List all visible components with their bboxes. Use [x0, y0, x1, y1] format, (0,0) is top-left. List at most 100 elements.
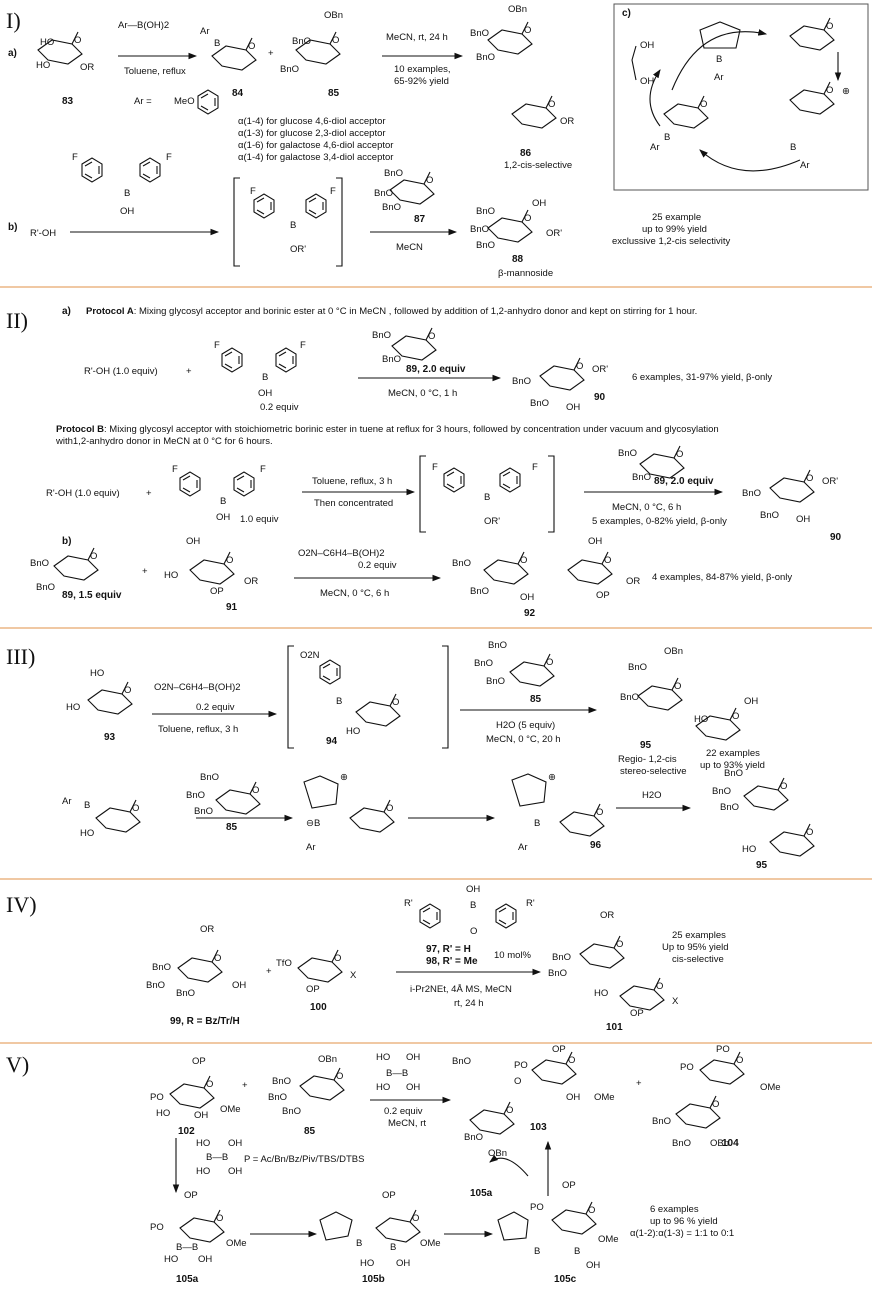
svg-text:OMe: OMe [226, 1238, 247, 1249]
svg-text:⊕: ⊕ [548, 772, 556, 783]
svg-text:Ar: Ar [714, 72, 724, 83]
compound-label-90: 90 [830, 532, 842, 543]
condition-b2: Then concentrated [314, 498, 393, 509]
svg-text:OBn: OBn [318, 1054, 337, 1065]
result-ratio: α(1-2):α(1-3) = 1:1 to 0:1 [630, 1228, 734, 1239]
compound-label-85: 85 [226, 822, 238, 833]
reagent-equiv: 0.2 equiv [196, 702, 235, 713]
svg-text:⊕: ⊕ [842, 86, 850, 97]
svg-text:OR: OR [80, 62, 94, 73]
svg-text:Ar: Ar [200, 26, 210, 37]
svg-text:OR': OR' [546, 228, 562, 239]
plus-sign: + [636, 1078, 642, 1089]
compound-100: TfO OP X [276, 949, 357, 995]
svg-text:HO: HO [80, 828, 94, 839]
svg-text:OP: OP [596, 590, 610, 601]
svg-text:BnO: BnO [476, 206, 495, 217]
svg-text:BnO: BnO [548, 968, 567, 979]
plus-sign: + [242, 1080, 248, 1091]
plus-sign: + [266, 966, 272, 977]
svg-text:B: B [534, 818, 540, 829]
svg-text:OH: OH [588, 536, 602, 547]
svg-text:Ar: Ar [650, 142, 660, 153]
svg-text:OR: OR [244, 576, 258, 587]
svg-text:O: O [514, 1076, 521, 1087]
bracket-left [419, 455, 426, 533]
svg-text:BnO: BnO [720, 802, 739, 813]
result-a: 6 examples, 31-97% yield, β-only [632, 372, 772, 383]
compound-84: Ar B [200, 26, 257, 71]
svg-text:⊕: ⊕ [340, 772, 348, 783]
svg-text:B: B [336, 696, 342, 707]
bracket-left [233, 177, 240, 267]
svg-text:HO: HO [90, 668, 104, 679]
catalyst-97: 97, R' = H [426, 944, 471, 955]
svg-text:OP: OP [210, 586, 224, 597]
compound-label-94: 94 [326, 736, 338, 747]
svg-text:HO: HO [164, 1254, 178, 1265]
mech-donor-85: BnO BnO BnO [186, 772, 261, 817]
borinic-ester-intermediate: F F B OR' [432, 462, 538, 527]
donor-89: BnO BnO [30, 547, 99, 593]
product-90: BnO BnO OH OR' [742, 469, 838, 525]
svg-text:B: B [214, 38, 220, 49]
svg-text:BnO: BnO [152, 962, 171, 973]
bracket-right [442, 645, 449, 749]
svg-text:BnO: BnO [672, 1138, 691, 1149]
svg-text:OH: OH [120, 206, 134, 217]
bracket-right [336, 177, 343, 267]
xanthene-borinic-catalyst: OH B O R' R' [404, 884, 535, 937]
svg-text:F: F [166, 152, 172, 163]
donor-85: BnO BnO BnO [474, 640, 555, 687]
svg-text:⊖B: ⊖B [306, 818, 320, 829]
svg-text:X: X [672, 996, 679, 1007]
catalyst-equiv: 0.2 equiv [260, 402, 299, 413]
boronate-105a: OP PO B—B HO OH OMe [150, 1190, 247, 1265]
svg-text:B: B [84, 800, 90, 811]
svg-text:B: B [716, 54, 722, 65]
svg-text:B: B [220, 496, 226, 507]
svg-text:OBn: OBn [508, 4, 527, 15]
svg-text:OP: OP [382, 1190, 396, 1201]
compound-label-91: 91 [226, 602, 238, 613]
diarylborinic-acid: F F B OH [72, 152, 172, 217]
svg-text:BnO: BnO [452, 1056, 471, 1067]
ar-definition: Ar = [134, 96, 152, 107]
compound-87: BnO BnO BnO [374, 168, 435, 213]
svg-text:OR: OR [626, 576, 640, 587]
svg-text:BnO: BnO [146, 980, 165, 991]
svg-text:OH: OH [406, 1052, 420, 1063]
svg-text:HO: HO [742, 844, 756, 855]
svg-text:PO: PO [150, 1222, 164, 1233]
compound-86: BnO OBn BnO OR [470, 4, 574, 129]
svg-text:OH: OH [228, 1138, 242, 1149]
section-3-numeral: III) [6, 644, 35, 669]
svg-text:HO: HO [40, 37, 54, 48]
reagent-equiv: 0.2 equiv [358, 560, 397, 571]
svg-text:F: F [260, 464, 266, 475]
svg-text:BnO: BnO [632, 472, 651, 483]
result-yield: Up to 95% yield [662, 942, 729, 953]
acceptor-roh: R'-OH (1.0 equiv) [84, 366, 158, 377]
svg-text:OH: OH [194, 1110, 208, 1121]
mech-boronate: Ar B HO [62, 796, 141, 839]
svg-text:OH: OH [228, 1166, 242, 1177]
donor-85: OBn BnO BnO BnO [268, 1054, 345, 1117]
svg-text:BnO: BnO [200, 772, 219, 783]
bracket-left [287, 645, 294, 749]
compound-label-83: 83 [62, 96, 74, 107]
svg-text:HO: HO [594, 988, 608, 999]
svg-text:HO: HO [346, 726, 360, 737]
compound-label-103: 103 [530, 1122, 547, 1133]
svg-text:PO: PO [514, 1060, 528, 1071]
svg-text:OMe: OMe [594, 1092, 615, 1103]
catalyst-loading: 10 mol% [494, 950, 532, 961]
compound-label-87: 87 [414, 214, 426, 225]
condition-b3: MeCN, 0 °C, 6 h [612, 502, 681, 513]
svg-text:OH: OH [566, 402, 580, 413]
svg-text:O2N: O2N [300, 650, 320, 661]
svg-text:PO: PO [680, 1062, 694, 1073]
condition-rt: rt, 24 h [454, 998, 484, 1009]
svg-text:HO: HO [196, 1138, 210, 1149]
regio-note-1: Regio- 1,2-cis [618, 754, 677, 765]
